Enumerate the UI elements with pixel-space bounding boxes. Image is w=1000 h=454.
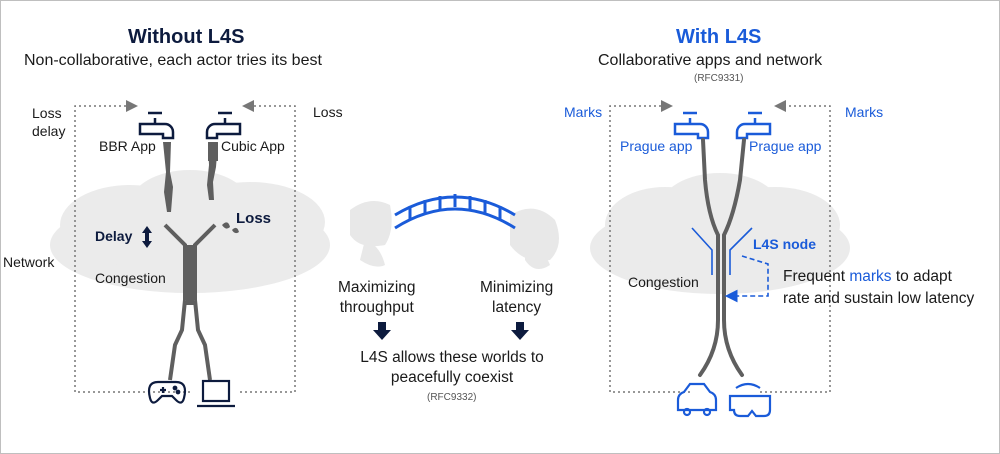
congestion-funnel-left xyxy=(163,223,217,381)
faucet-icon xyxy=(205,111,242,140)
l4s-node-funnel xyxy=(691,227,753,275)
network-cloud-left xyxy=(50,170,330,293)
laptop-icon xyxy=(197,379,235,408)
feedback-loop-left xyxy=(74,100,296,393)
frequent-marks-line2: rate and sustain low latency xyxy=(783,290,975,307)
maximizing-throughput-text: Maximizing throughput xyxy=(338,279,416,316)
bbr-app-label: BBR App xyxy=(99,138,156,154)
prague-app-left-label: Prague app xyxy=(620,138,693,154)
down-arrow-icon xyxy=(373,322,391,340)
loss-bold-label: Loss xyxy=(236,210,272,227)
smooth-stream-right xyxy=(698,138,746,377)
delay-arrow-icon xyxy=(142,226,152,248)
car-icon xyxy=(676,382,718,417)
splash-drops xyxy=(222,222,239,234)
loss-delay-label: Loss delay xyxy=(32,105,66,139)
vr-headset-icon xyxy=(728,382,772,418)
coexist-text: L4S allows these worlds to peacefully co… xyxy=(360,349,544,386)
right-title: With L4S xyxy=(676,26,762,48)
loss-label: Loss xyxy=(313,104,343,120)
marks-right-label: Marks xyxy=(845,104,884,120)
network-label: Network xyxy=(3,254,55,270)
congestion-right-label: Congestion xyxy=(628,274,699,290)
down-arrow-icon xyxy=(511,322,529,340)
globe-icon xyxy=(350,201,392,267)
rfc9331-label: (RFC9331) xyxy=(694,73,744,84)
delay-label: Delay xyxy=(95,228,133,244)
faucet-icon xyxy=(735,111,772,140)
minimizing-latency-text: Minimizing latency xyxy=(480,279,554,316)
frequent-pre: Frequent xyxy=(783,268,850,285)
bridge-icon xyxy=(394,194,516,230)
rfc9332-label: (RFC9332) xyxy=(427,392,477,403)
marks-left-label: Marks xyxy=(564,104,603,120)
cubic-app-label: Cubic App xyxy=(221,138,285,154)
right-subtitle: Collaborative apps and network xyxy=(598,52,823,69)
frequent-post: to adapt xyxy=(891,268,952,285)
gamepad-icon xyxy=(147,380,187,404)
marks-dashed-arrow xyxy=(724,255,769,303)
prague-app-right-label: Prague app xyxy=(749,138,822,154)
faucet-icon xyxy=(138,111,175,140)
left-subtitle: Non-collaborative, each actor tries its … xyxy=(24,52,322,69)
feedback-loop-right xyxy=(609,100,831,393)
congestion-left-label: Congestion xyxy=(95,270,166,286)
frequent-marks-line1: Frequent marks to adapt xyxy=(783,268,952,286)
frequent-marks-word: marks xyxy=(849,268,892,285)
globe-icon xyxy=(510,208,559,269)
broken-stream-left xyxy=(163,142,218,212)
l4s-node-label: L4S node xyxy=(753,236,817,252)
faucet-icon xyxy=(673,111,710,140)
left-title: Without L4S xyxy=(128,26,245,48)
